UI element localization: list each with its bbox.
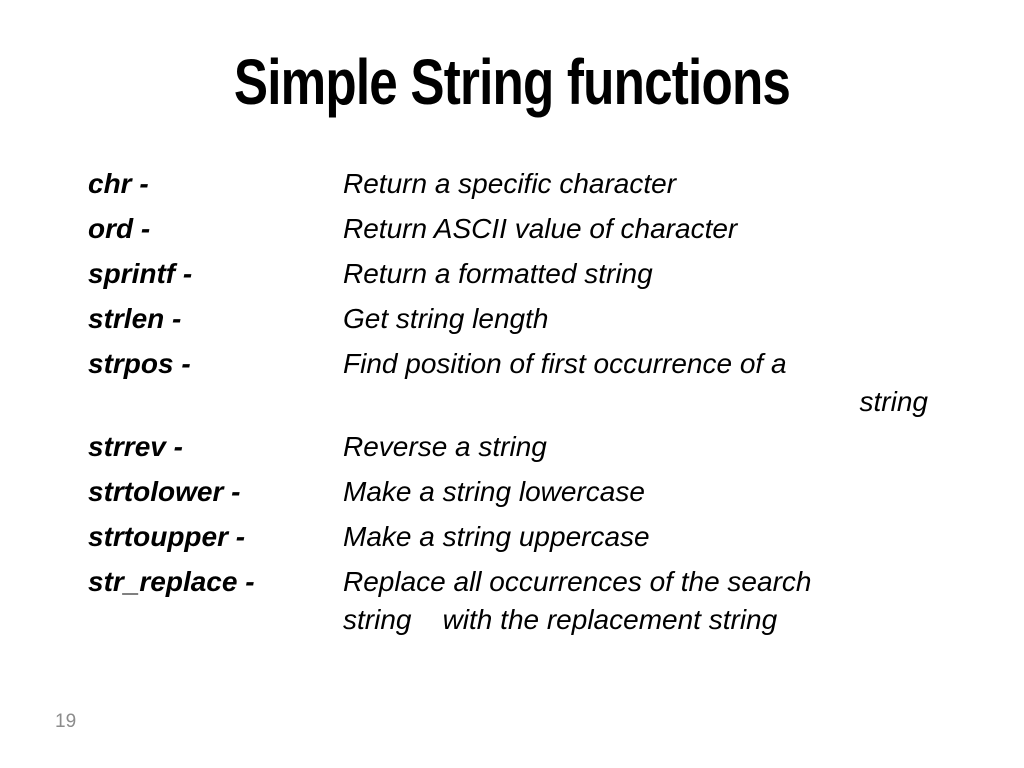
function-name: ord - — [88, 213, 151, 244]
function-description: Make a string lowercase — [343, 476, 645, 507]
function-description-wrap: string — [859, 386, 928, 417]
function-description-block: Make a string uppercase — [343, 518, 928, 556]
page-number: 19 — [55, 711, 77, 732]
function-description: Reverse a string — [343, 431, 547, 462]
function-description: Return a specific character — [343, 168, 677, 199]
function-row: chr - Return a specific character — [88, 165, 928, 203]
function-description: Return ASCII value of character — [343, 213, 738, 244]
function-list: chr - Return a specific character ord - … — [88, 165, 928, 646]
function-name: chr - — [88, 168, 149, 199]
function-description-block: Reverse a string — [343, 428, 928, 466]
function-row: strtoupper - Make a string uppercase — [88, 518, 928, 556]
function-name: strpos - — [88, 348, 191, 379]
function-description-block: Return a formatted string — [343, 255, 928, 293]
function-name: str_replace - — [88, 566, 255, 597]
function-description: Find position of first occurrence of a — [343, 348, 787, 379]
function-description: Replace all occurrences of the search — [343, 566, 812, 597]
function-row: str_replace - Replace all occurrences of… — [88, 563, 928, 639]
function-description: Return a formatted string — [343, 258, 653, 289]
function-name: strtolower - — [88, 476, 241, 507]
function-name: strtoupper - — [88, 521, 246, 552]
function-description-block: Return ASCII value of character — [343, 210, 928, 248]
function-row: strtolower - Make a string lowercase — [88, 473, 928, 511]
function-description-block: Replace all occurrences of the search st… — [343, 563, 928, 639]
function-description-block: Find position of first occurrence of a s… — [343, 345, 928, 421]
function-row: sprintf - Return a formatted string — [88, 255, 928, 293]
function-description-wrap: string with the replacement string — [343, 604, 778, 635]
function-description-block: Make a string lowercase — [343, 473, 928, 511]
function-description-block: Get string length — [343, 300, 928, 338]
function-row: strpos - Find position of first occurren… — [88, 345, 928, 421]
function-description: Get string length — [343, 303, 549, 334]
slide-title: Simple String functions — [233, 46, 791, 118]
function-name: strlen - — [88, 303, 182, 334]
function-row: strrev - Reverse a string — [88, 428, 928, 466]
function-row: strlen - Get string length — [88, 300, 928, 338]
function-name: sprintf - — [88, 258, 193, 289]
function-description-block: Return a specific character — [343, 165, 928, 203]
function-description: Make a string uppercase — [343, 521, 650, 552]
function-name: strrev - — [88, 431, 183, 462]
function-row: ord - Return ASCII value of character — [88, 210, 928, 248]
